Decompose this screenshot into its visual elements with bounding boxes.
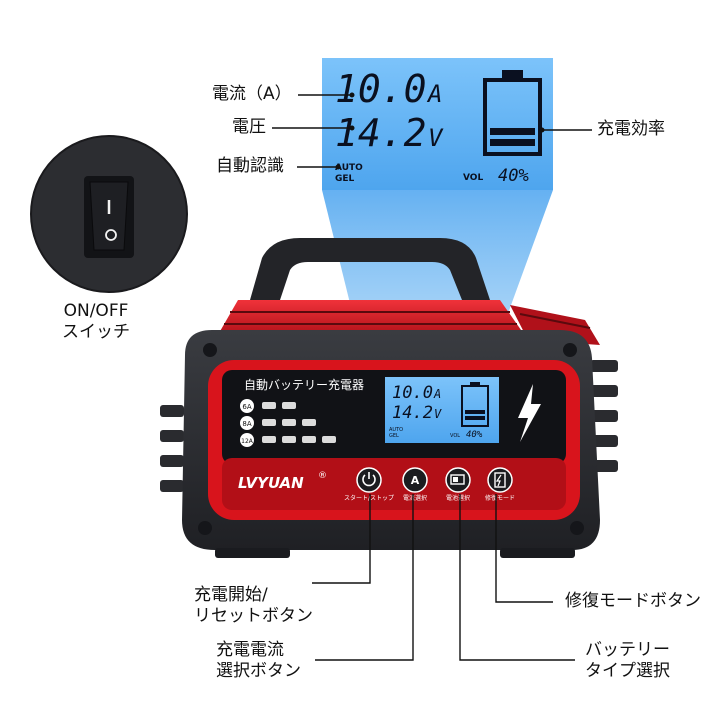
svg-text:電流選択: 電流選択 — [403, 494, 427, 502]
svg-text:V: V — [428, 124, 444, 152]
svg-text:8A: 8A — [242, 420, 251, 428]
callout-start: 充電開始/ リセットボタン — [194, 585, 313, 628]
callout-voltage: 電圧 — [232, 117, 266, 137]
svg-text:V: V — [434, 407, 442, 421]
amp-rows: 6A 8A 12A — [240, 399, 336, 447]
svg-text:A: A — [433, 387, 441, 401]
callout-current-select-line1: 充電電流 — [216, 640, 284, 660]
svg-text:VOL: VOL — [463, 173, 483, 183]
svg-text:GEL: GEL — [389, 433, 399, 439]
callout-battery-type-line1: バッテリー — [585, 640, 670, 660]
callout-lines — [272, 94, 592, 661]
callout-battery-type-line2: タイプ選択 — [585, 661, 670, 682]
callout-switch-line1: ON/OFF — [63, 301, 129, 321]
callout-current: 電流（A） — [212, 84, 292, 104]
svg-text:VOL: VOL — [450, 433, 460, 439]
brand-logo: LVYUAN — [238, 474, 304, 492]
callout-dots — [335, 92, 545, 170]
callout-start-line2: リセットボタン — [194, 606, 313, 627]
callout-current-select-line2: 選択ボタン — [216, 661, 301, 682]
svg-text:A: A — [411, 474, 420, 487]
callout-efficiency: 充電効率 — [597, 119, 665, 139]
panel-title: 自動バッテリー充電器 — [244, 377, 364, 392]
callout-auto-detect: 自動認識 — [216, 156, 284, 176]
battery-type-button[interactable]: 電池選択 — [445, 467, 471, 502]
svg-text:40%: 40% — [466, 430, 483, 440]
zoom-voltage-value: 14.2 — [335, 111, 427, 155]
svg-text:AUTO: AUTO — [389, 427, 403, 433]
svg-text:®: ® — [318, 471, 327, 481]
callout-switch: ON/OFF スイッチ — [62, 301, 130, 344]
svg-text:修復モード: 修復モード — [485, 494, 515, 502]
zoom-current-value: 10.0 — [335, 67, 427, 111]
svg-text:スタート/ストップ: スタート/ストップ — [344, 494, 394, 502]
callout-repair: 修復モードボタン — [565, 591, 701, 611]
callout-battery-type: バッテリー タイプ選択 — [585, 640, 670, 683]
svg-text:A: A — [426, 80, 442, 108]
lightning-icon — [518, 384, 541, 442]
svg-text:6A: 6A — [242, 403, 251, 411]
switch-inset — [30, 135, 188, 293]
callout-switch-line2: スイッチ — [62, 322, 130, 343]
svg-text:電池選択: 電池選択 — [446, 494, 470, 502]
svg-text:40%: 40% — [498, 166, 529, 186]
repair-mode-button[interactable]: 修復モード — [485, 467, 515, 502]
handle — [250, 238, 490, 300]
side-fins — [160, 360, 618, 492]
start-button[interactable]: スタート/ストップ — [344, 467, 394, 502]
svg-text:AUTO: AUTO — [335, 163, 363, 173]
svg-text:14.2: 14.2 — [392, 403, 433, 423]
callout-start-line1: 充電開始/ — [194, 585, 268, 605]
svg-text:GEL: GEL — [335, 174, 355, 184]
current-select-button[interactable]: A 電流選択 — [402, 467, 428, 502]
battery-level-icon — [483, 70, 542, 156]
callout-current-select: 充電電流 選択ボタン — [216, 640, 301, 683]
svg-text:12A: 12A — [241, 438, 254, 445]
screws — [198, 343, 584, 535]
svg-text:10.0: 10.0 — [392, 383, 433, 403]
